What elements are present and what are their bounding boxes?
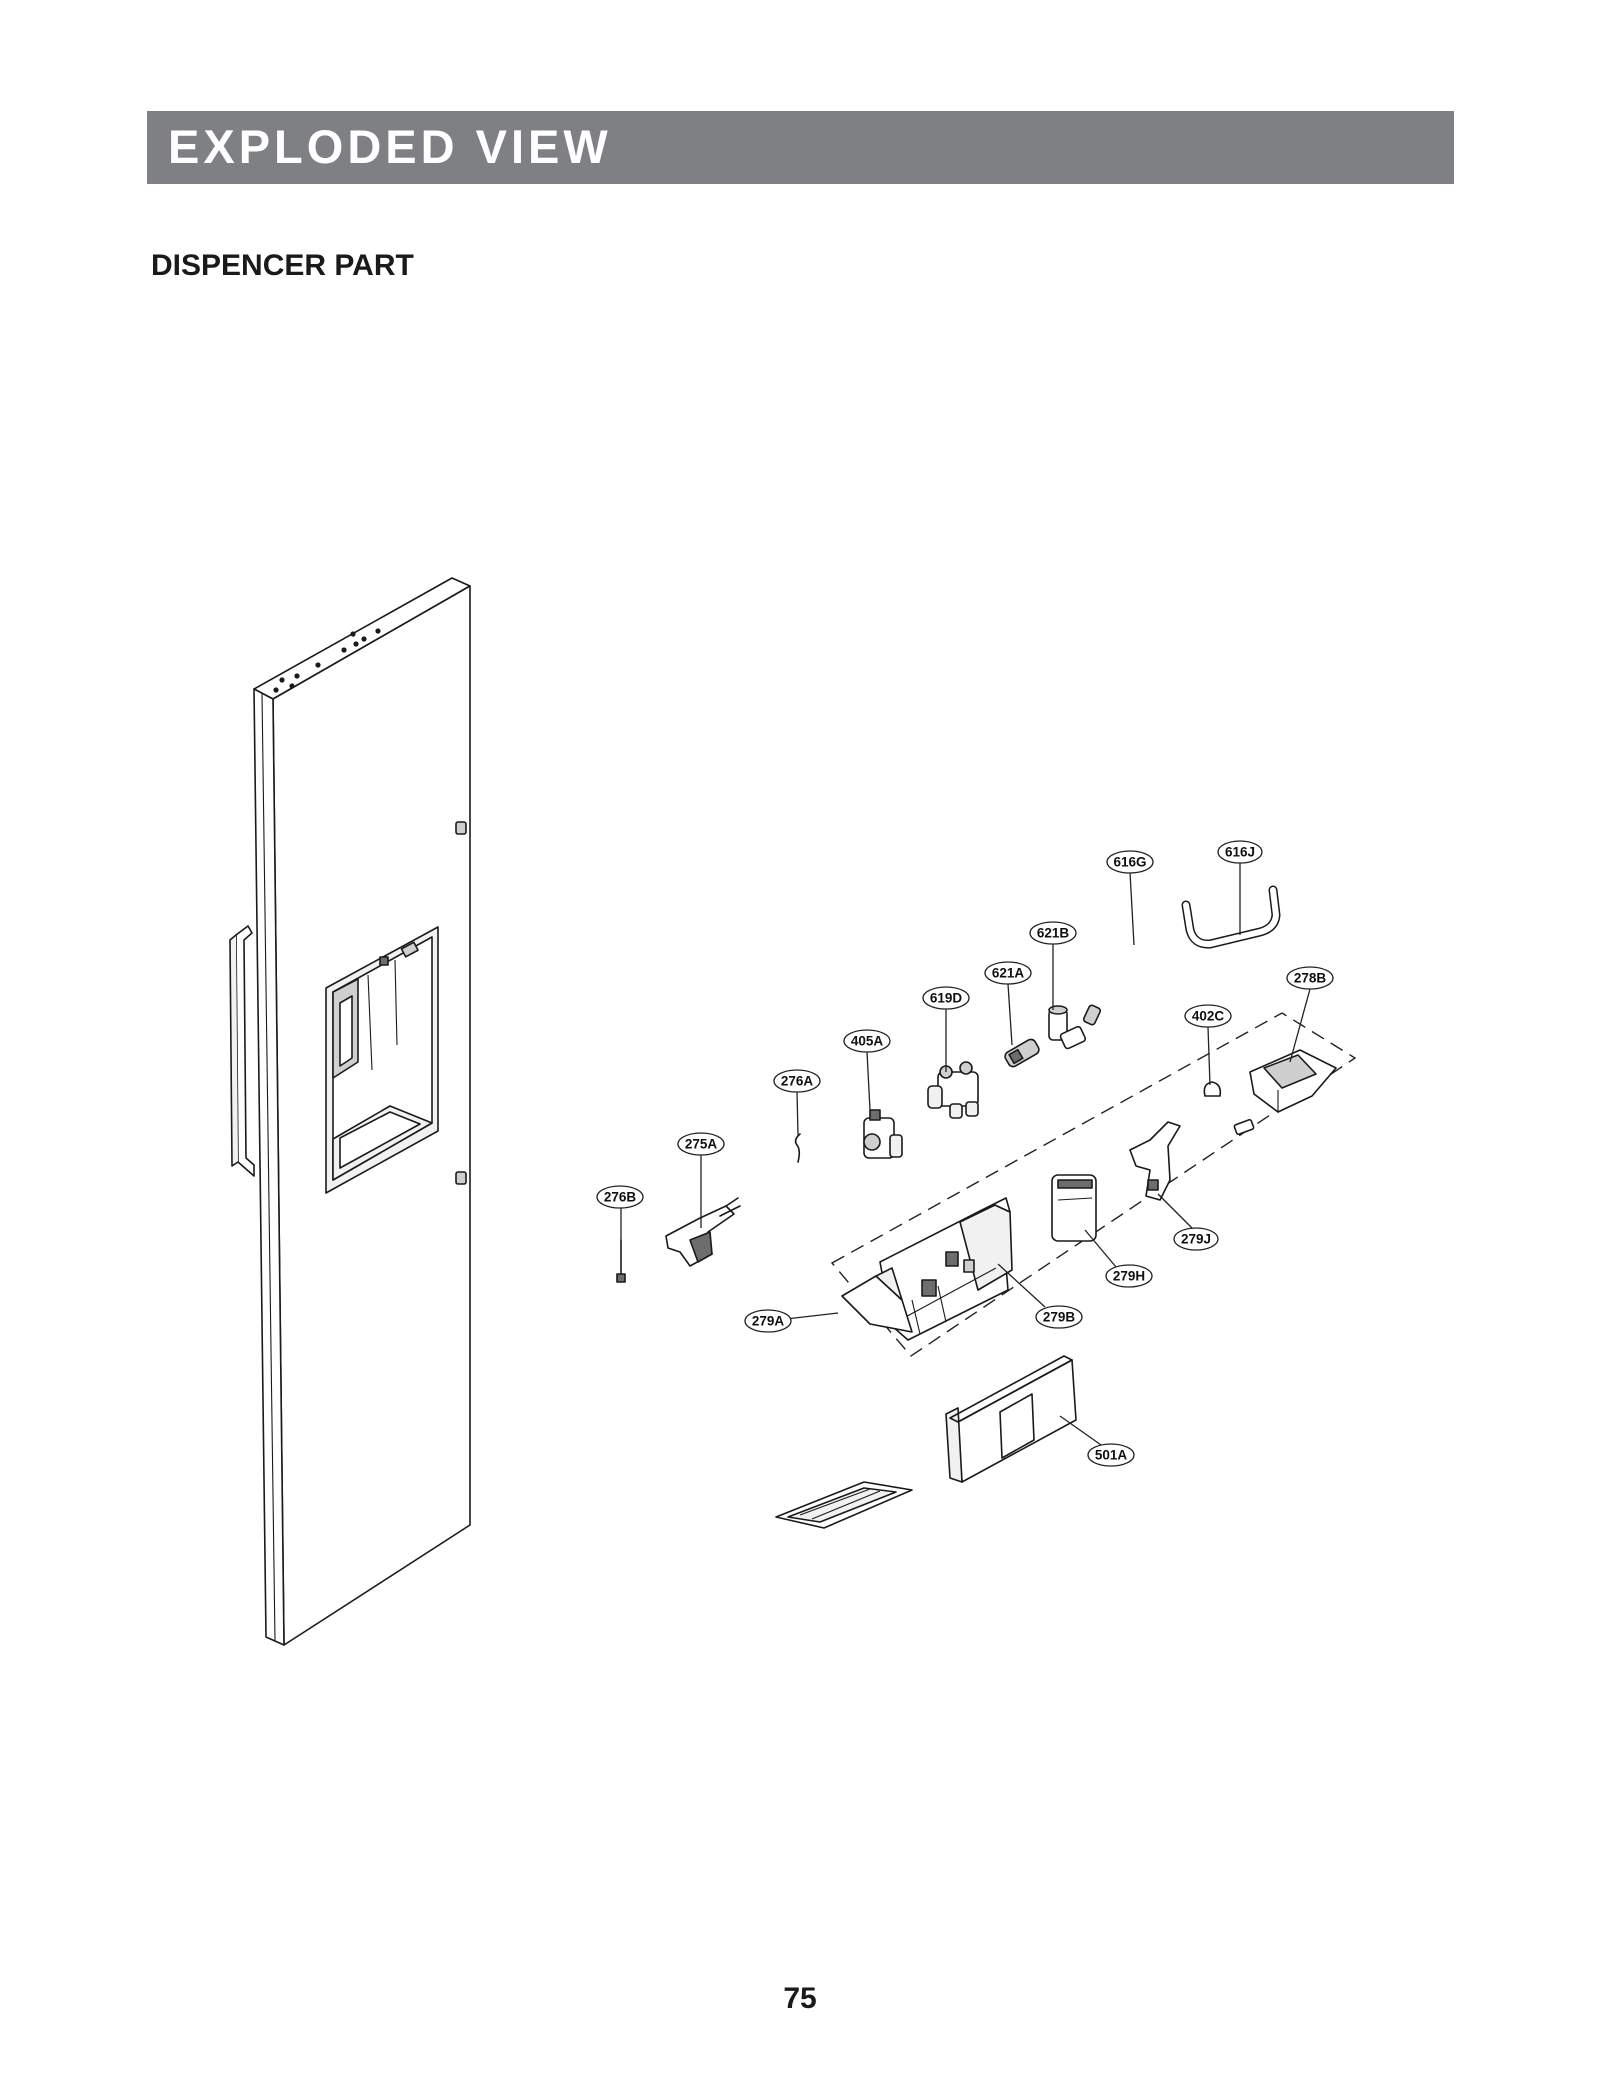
callout-276b: 276B: [596, 1185, 644, 1209]
svg-text:501A: 501A: [1095, 1448, 1128, 1463]
svg-text:616J: 616J: [1225, 845, 1255, 860]
part-405a-motor: [863, 1109, 903, 1159]
part-279h-cover: [1051, 1174, 1097, 1242]
svg-text:279H: 279H: [1113, 1269, 1145, 1284]
callout-279j: 279J: [1173, 1227, 1219, 1251]
svg-text:278B: 278B: [1294, 971, 1327, 986]
part-619d-valve: [927, 1061, 979, 1119]
part-501a-panel: [945, 1355, 1077, 1483]
part-275a-switch: [665, 1197, 741, 1267]
part-276b-spring: [616, 1239, 626, 1283]
part-621b-elbow: [1048, 1005, 1087, 1050]
callout-621b: 621B: [1029, 921, 1077, 945]
part-621a-fitting: [1004, 1038, 1040, 1068]
callout-619d: 619D: [922, 986, 970, 1010]
svg-text:275A: 275A: [685, 1137, 718, 1152]
svg-text:619D: 619D: [930, 991, 963, 1006]
callout-616j: 616J: [1217, 840, 1263, 864]
callout-405a: 405A: [843, 1029, 891, 1053]
part-402c-clip: [1203, 1081, 1255, 1136]
part-279b-housing: [879, 1197, 1013, 1341]
svg-text:276A: 276A: [781, 1074, 814, 1089]
callout-279h: 279H: [1105, 1264, 1153, 1288]
leader-lines: [620, 862, 1311, 1453]
callout-279a: 279A: [744, 1309, 792, 1333]
part-279a-chute: [841, 1267, 913, 1333]
part-278b-cover: [1249, 1049, 1337, 1114]
svg-text:402C: 402C: [1192, 1009, 1225, 1024]
svg-text:405A: 405A: [851, 1034, 884, 1049]
svg-text:279B: 279B: [1043, 1310, 1076, 1325]
svg-text:621B: 621B: [1037, 926, 1070, 941]
callout-402c: 402C: [1184, 1004, 1232, 1028]
section-title: DISPENCER PART: [151, 249, 414, 282]
dispenser-recess: [325, 926, 439, 1194]
drip-tray: [775, 1481, 913, 1529]
callout-501a: 501A: [1087, 1443, 1135, 1467]
callout-621a: 621A: [984, 961, 1032, 985]
part-279j-bracket: [1129, 1121, 1181, 1201]
header-banner: EXPLODED VIEW: [147, 111, 1454, 184]
svg-text:621A: 621A: [992, 966, 1025, 981]
svg-text:279A: 279A: [752, 1314, 785, 1329]
svg-text:276B: 276B: [604, 1190, 637, 1205]
part-616j-tube: [1181, 885, 1281, 949]
svg-text:279J: 279J: [1181, 1232, 1211, 1247]
svg-text:616G: 616G: [1113, 855, 1146, 870]
header-title: EXPLODED VIEW: [168, 120, 612, 173]
door-panel: [229, 577, 471, 1646]
part-616g-tube: [1082, 935, 1169, 1026]
part-276a-wire: [794, 1133, 801, 1163]
callout-279b: 279B: [1035, 1305, 1083, 1329]
page-number: 75: [783, 1982, 817, 2015]
callout-276a: 276A: [773, 1069, 821, 1093]
callout-616g: 616G: [1106, 850, 1154, 874]
callout-278b: 278B: [1286, 966, 1334, 990]
door-handle: [229, 925, 255, 1177]
callout-275a: 275A: [677, 1132, 725, 1156]
